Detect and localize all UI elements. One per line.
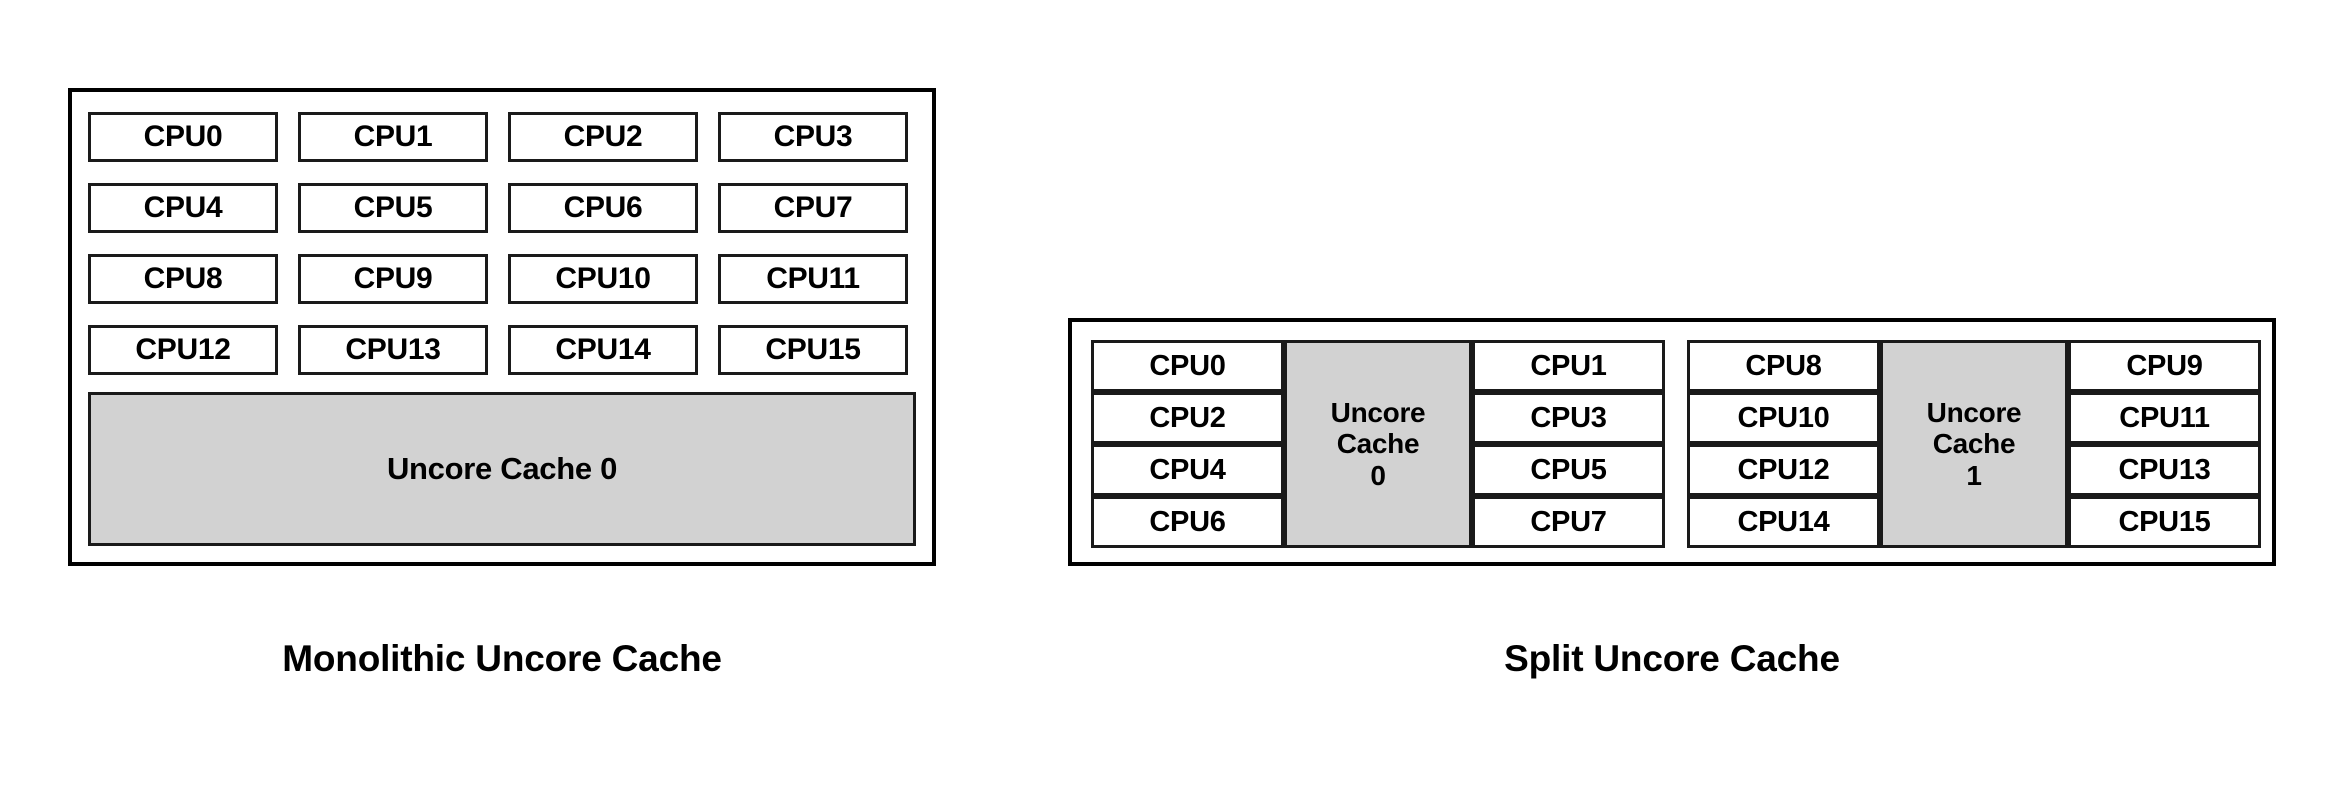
cpu-box[interactable]: CPU12	[1687, 444, 1880, 496]
cpu-box[interactable]: CPU14	[508, 325, 698, 375]
cpu-box[interactable]: CPU4	[88, 183, 278, 233]
uncore-cache-box[interactable]: Uncore Cache 0	[1284, 340, 1472, 548]
cache-label-line3: 0	[1370, 459, 1386, 491]
figure-caption-split: Split Uncore Cache	[1504, 638, 1840, 679]
cpu-box[interactable]: CPU9	[2068, 340, 2261, 392]
cpu-box[interactable]: CPU2	[1091, 392, 1284, 444]
cpu-box[interactable]: CPU11	[2068, 392, 2261, 444]
cpu-box[interactable]: CPU5	[298, 183, 488, 233]
cpu-box[interactable]: CPU0	[1091, 340, 1284, 392]
uncore-cache-box[interactable]: Uncore Cache 1	[1880, 340, 2068, 548]
cpu-box[interactable]: CPU1	[298, 112, 488, 162]
cpu-box[interactable]: CPU15	[2068, 496, 2261, 548]
cpu-box[interactable]: CPU3	[718, 112, 908, 162]
figure-caption-monolithic: Monolithic Uncore Cache	[282, 638, 722, 679]
cpu-box[interactable]: CPU4	[1091, 444, 1284, 496]
cpu-box[interactable]: CPU8	[1687, 340, 1880, 392]
cache-label-line3: 1	[1966, 459, 1982, 491]
cpu-box[interactable]: CPU2	[508, 112, 698, 162]
cpu-box[interactable]: CPU5	[1472, 444, 1665, 496]
cpu-box[interactable]: CPU0	[88, 112, 278, 162]
cpu-box[interactable]: CPU15	[718, 325, 908, 375]
cpu-box[interactable]: CPU10	[1687, 392, 1880, 444]
cpu-box[interactable]: CPU11	[718, 254, 908, 304]
monolithic-figure: CPU0 CPU1 CPU2 CPU3 CPU4 CPU5 CPU6 CPU7 …	[0, 0, 1000, 802]
cache-label-line2: Cache	[1336, 428, 1420, 460]
split-socket-outline: CPU0 CPU2 CPU4 CPU6 Uncore Cache 0 CPU1 …	[1068, 318, 2276, 566]
cache-label-line1: Uncore	[1330, 396, 1426, 428]
cpu-box[interactable]: CPU14	[1687, 496, 1880, 548]
cpu-box[interactable]: CPU13	[2068, 444, 2261, 496]
cpu-box[interactable]: CPU1	[1472, 340, 1665, 392]
cache-label-line1: Uncore	[1926, 396, 2022, 428]
cpu-box[interactable]: CPU12	[88, 325, 278, 375]
cpu-box[interactable]: CPU6	[508, 183, 698, 233]
cpu-box[interactable]: CPU13	[298, 325, 488, 375]
cpu-box[interactable]: CPU7	[1472, 496, 1665, 548]
cpu-box[interactable]: CPU7	[718, 183, 908, 233]
cpu-box[interactable]: CPU3	[1472, 392, 1665, 444]
cpu-box[interactable]: CPU8	[88, 254, 278, 304]
cache-label-line2: Cache	[1932, 428, 2016, 460]
cpu-box[interactable]: CPU9	[298, 254, 488, 304]
cpu-box[interactable]: CPU6	[1091, 496, 1284, 548]
uncore-cache-box[interactable]: Uncore Cache 0	[88, 392, 916, 546]
cpu-box[interactable]: CPU10	[508, 254, 698, 304]
